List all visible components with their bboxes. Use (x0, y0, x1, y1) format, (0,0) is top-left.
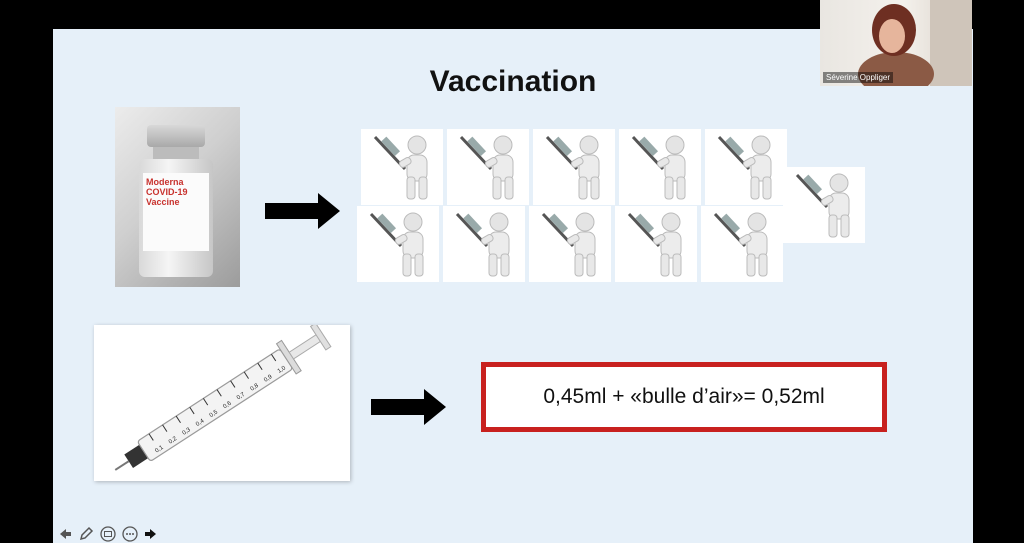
vial-cap (147, 125, 205, 147)
person-with-syringe-icon (361, 129, 443, 205)
vial-neck (153, 147, 199, 159)
syringe-scale-label: 0,2 (168, 436, 179, 446)
syringe-plunger-end (309, 322, 332, 351)
person-with-syringe-icon (529, 206, 611, 282)
syringe-scale-label: 0,4 (195, 418, 206, 428)
person-with-syringe-icon (619, 129, 701, 205)
syringe-scale-label: 0,9 (263, 374, 274, 384)
presentation-slide: Vaccination Moderna COVID-19 Vaccine 0, (53, 29, 973, 543)
participant-face (879, 19, 905, 53)
syringe-plunger (288, 333, 323, 360)
person-with-syringe-icon (701, 206, 783, 282)
pen-icon[interactable] (78, 526, 94, 542)
syringe-scale-label: 0,7 (236, 391, 247, 401)
syringe-scale-label: 0,5 (209, 409, 220, 419)
syringe-scale-tick (148, 433, 154, 441)
person-with-syringe-icon (443, 206, 525, 282)
vial-label: Moderna COVID-19 Vaccine (143, 173, 209, 251)
vial-label-kind: Vaccine (146, 197, 180, 207)
syringe-needle (114, 460, 130, 471)
slide-title: Vaccination (429, 65, 597, 98)
syringe-scale-tick (216, 389, 222, 397)
participant-video-frame (858, 0, 972, 86)
vial-label-brand: Moderna (146, 177, 184, 187)
formula-text: 0,45ml + «bulle d’air»= 0,52ml (543, 385, 825, 408)
more-icon[interactable] (122, 526, 138, 542)
person-with-syringe-icon (533, 129, 615, 205)
syringe-scale-label: 1,0 (277, 365, 288, 375)
person-with-syringe-icon (357, 206, 439, 282)
syringe-scale-tick (257, 362, 263, 371)
syringe-scale-tick (162, 424, 168, 432)
syringe-scale-tick (202, 398, 209, 406)
participant-shoulders (858, 52, 934, 86)
syringe-scale-label: 0,3 (182, 427, 193, 437)
syringe-scale-label: 0,8 (250, 383, 261, 393)
person-with-syringe-icon (783, 167, 865, 243)
syringe-scale-label: 0,1 (154, 444, 165, 454)
syringe-needle-hub (124, 444, 149, 468)
syringe-scale-tick (230, 380, 236, 388)
person-with-syringe-icon (615, 206, 697, 282)
arrow-right-icon[interactable] (144, 526, 160, 542)
slides-icon[interactable] (100, 526, 116, 542)
arrow-left-icon[interactable] (56, 526, 72, 542)
person-with-syringe-icon (447, 129, 529, 205)
syringe-scale-tick (189, 406, 195, 415)
vial-label-product: COVID-19 (146, 187, 188, 197)
person-with-syringe-icon (705, 129, 787, 205)
syringe-scale-tick (243, 371, 249, 379)
formula-box: 0,45ml + «bulle d’air»= 0,52ml (481, 362, 887, 432)
syringe-scale-tick (175, 415, 181, 424)
arrow-right-icon (265, 193, 340, 229)
webcam-video: Séverine Oppliger (820, 0, 972, 86)
syringe-drawing: 0,10,20,30,40,50,60,70,80,91,0 (114, 322, 332, 471)
vaccine-vial-image: Moderna COVID-19 Vaccine (115, 107, 240, 287)
syringe-scale-tick (270, 353, 277, 362)
syringe-scale-label: 0,6 (222, 400, 233, 410)
participant-name-label: Séverine Oppliger (823, 72, 894, 83)
slideshow-toolbar (56, 525, 160, 543)
arrow-right-icon (371, 389, 446, 425)
